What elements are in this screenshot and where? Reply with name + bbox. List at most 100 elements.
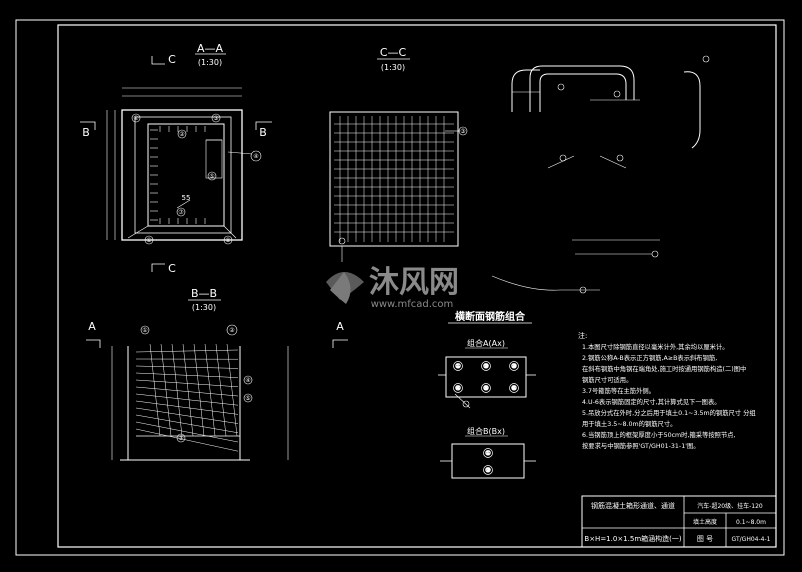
bar-circle [509, 361, 519, 371]
note-line: 4.U-6表示钢筋固定的尺寸,其计算式见下一图表。 [582, 397, 721, 406]
bb-mark-2: ② [229, 327, 235, 334]
note-line: 在斜布钢筋中角钢在端角处,施工时按通用钢筋构造(二)图中 [582, 364, 746, 373]
bar-circle [481, 383, 491, 393]
bar-circle [483, 465, 493, 475]
bb-scale: (1:30) [192, 303, 216, 312]
note-line: 2.钢筋公称A-B表示正方钢筋,A≥B表示斜布钢筋, [582, 353, 717, 362]
bar-mark: ⑥ [511, 385, 516, 392]
bar-mark: ② [483, 363, 489, 370]
bar-circle [481, 361, 491, 371]
note-line: 6.当钢筋顶上的框架厚度小于50cm时,箍采等按照节点, [582, 430, 736, 439]
bar-mark: ③ [511, 363, 516, 370]
cc-mesh-grid [334, 116, 454, 242]
bb-bar-line [135, 428, 239, 452]
bb-bar-line [135, 414, 239, 434]
bb-stirrup-line [160, 343, 172, 437]
notes-lines: 1.本图尺寸除钢筋直径以毫米计外,其余均以厘米计。 2.钢筋公称A-B表示正方钢筋… [582, 342, 756, 450]
section-bb: B—B (1:30) A A ① ② ③ ④ ⑤ [86, 287, 348, 461]
watermark-url: www.mfcad.com [371, 299, 454, 310]
bar-mark: ④ [455, 385, 460, 392]
bb-bar-line [135, 400, 239, 415]
watermark: 沐风网 www.mfcad.com [326, 265, 459, 310]
group-b-bars: ①② [483, 448, 493, 475]
bar-circle [509, 383, 519, 393]
bb-mark-5: ⑤ [245, 395, 250, 402]
aa-side-right-letter: B [259, 126, 267, 139]
bb-bar-line [135, 379, 239, 388]
bb-bar-line [135, 421, 239, 443]
watermark-logo [326, 272, 364, 304]
aa-stirrups [150, 126, 206, 224]
combination-heading: 横断面钢筋组合 [455, 310, 526, 323]
bb-bar-layout [135, 343, 239, 452]
note-line: 按要求与中钢筋参照'GT/GH01-31-1'图。 [582, 441, 700, 450]
aa-cut-bottom-letter: C [168, 262, 176, 275]
bb-stirrup-line [215, 343, 227, 437]
bar-circle [453, 361, 463, 371]
cc-title: C—C [380, 46, 407, 59]
note-line: 用于填土3.5~8.0m的钢筋尺寸。 [582, 419, 676, 428]
aa-side-left-letter: B [82, 126, 90, 139]
drawing-title: 钢筋混凝土箱形通道、通道 [591, 501, 675, 510]
inner-border [57, 24, 777, 548]
bb-stirrup-line [226, 343, 238, 437]
bb-stirrup-line [204, 343, 216, 437]
aa-mark-8: ⑧ [225, 237, 230, 244]
group-a-label: 组合A(Ax) [467, 338, 505, 348]
bb-stirrup-line [182, 343, 194, 437]
bb-title: B—B [191, 287, 217, 300]
aa-dim-55: 55 [182, 194, 191, 202]
note-line: 1.本图尺寸除钢筋直径以毫米计外,其余均以厘米计。 [582, 342, 729, 351]
bb-side-left-letter: A [88, 320, 96, 333]
bb-mark-3: ③ [178, 435, 183, 442]
notes-heading: 注: [578, 331, 587, 340]
bar-circle [453, 383, 463, 393]
bb-bar-line [135, 407, 239, 424]
notes-block: 注: 1.本图尺寸除钢筋直径以毫米计外,其余均以厘米计。 2.钢筋公称A-B表示正… [578, 331, 756, 450]
aa-mark-7: ⑦ [178, 209, 184, 216]
watermark-brand: 沐风网 [369, 265, 459, 300]
cc-mark: ③ [460, 128, 465, 135]
drawing-subtitle: B×H=1.0×1.5m箱涵构造(一) [584, 534, 681, 543]
rebar-details [491, 55, 710, 294]
bb-bar-line [135, 372, 239, 378]
group-b-label: 组合B(Bx) [467, 426, 505, 436]
bar-mark: ① [485, 450, 490, 457]
aa-cut-top-letter: C [168, 53, 176, 66]
bar-mark: ② [485, 467, 491, 474]
bb-mark-1: ① [142, 327, 147, 334]
section-cc: C—C (1:30) ③ [329, 46, 468, 262]
bb-stirrup-line [193, 343, 205, 437]
group-a-bars: ① ② ③ ④ ⑤ ⑥ [453, 361, 519, 393]
bar-circle [483, 448, 493, 458]
note-line: 3.7号箍筋等在主筋外侧。 [582, 386, 655, 395]
bb-bar-line [135, 365, 239, 369]
bb-stirrup-line [171, 343, 183, 437]
cc-scale: (1:30) [381, 63, 405, 72]
aa-scale: (1:30) [198, 58, 222, 67]
section-aa: A—A (1:30) C C B B ① ② [80, 42, 272, 275]
bar-mark: ⑤ [483, 385, 488, 392]
note-line: 5.吊放分式在外时,分之后用于填土0.1~3.5m的钢筋尺寸 分组 [582, 408, 756, 417]
note-line: 钢筋尺寸可适用。 [582, 375, 632, 384]
bb-stirrup-line [149, 343, 161, 437]
bar-mark: ① [455, 363, 460, 370]
aa-mark-3: ③ [213, 115, 218, 122]
drawing-no-label: 图 号 [697, 535, 713, 543]
bb-bar-line [135, 349, 239, 353]
title-block: 钢筋混凝土箱形通道、通道 B×H=1.0×1.5m箱涵构造(一) 汽车-超20级… [581, 495, 777, 548]
aa-title: A—A [197, 42, 224, 55]
aa-mark-2: ② [179, 131, 185, 138]
outer-border [15, 19, 785, 556]
aa-mark-6: ⑥ [146, 237, 151, 244]
fill-label: 填土高度 [693, 518, 717, 526]
bb-mark-4: ④ [245, 377, 250, 384]
bb-side-right-letter: A [336, 320, 344, 333]
drawing-no: GT/GH04-4-1 [732, 536, 771, 543]
load-label: 汽车-超20级、挂车-120 [697, 502, 763, 510]
fill-value: 0.1~8.0m [736, 519, 766, 526]
bb-bar-line [135, 393, 239, 406]
